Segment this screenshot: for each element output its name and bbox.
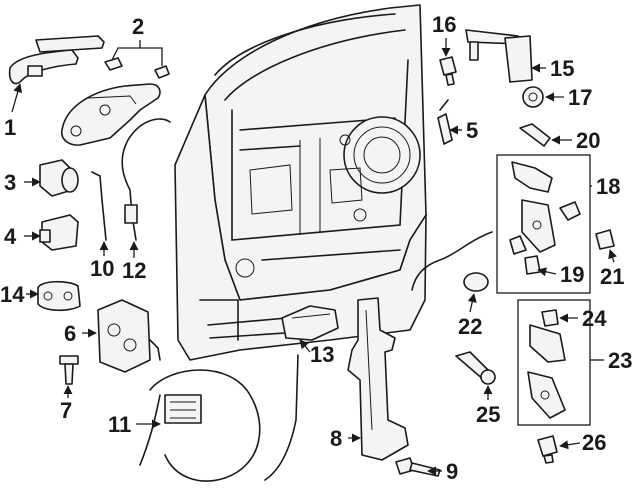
label-11: 11 [108,412,131,437]
label-7: 7 [60,398,72,423]
part-3-lock-cylinder [39,159,79,197]
part-26-bolt [537,435,558,464]
part-12-cable [121,118,171,241]
hinge-box-23 [517,299,591,426]
label-12: 12 [122,258,146,283]
part-4-cylinder-housing [39,214,79,251]
label-16: 16 [432,12,456,37]
label-15: 15 [550,56,574,81]
label-3: 3 [4,170,16,195]
part-10-rod [91,171,107,241]
label-13: 13 [310,342,334,367]
part-2-screws [104,57,170,79]
label-24: 24 [582,306,607,331]
label-19: 19 [560,262,584,287]
part-14-striker [37,280,81,312]
label-9: 9 [446,459,458,484]
label-21: 21 [600,264,624,289]
part-7-bolt [59,355,79,385]
label-1: 1 [4,115,16,140]
handle-bracket [60,83,161,146]
door-shell [174,4,427,361]
part-21-bolt [595,229,615,250]
part-15-check-strap [465,29,533,83]
label-23: 23 [608,348,632,373]
label-22: 22 [458,314,482,339]
part-25-bolt [455,351,496,385]
part-17-nut [522,86,544,108]
part-22-plug [463,272,489,292]
part-13-inside-handle [281,305,339,341]
label-26: 26 [582,430,606,455]
part-11-cable-set [139,354,299,482]
part-24-bolt [541,309,559,327]
part-9-bolt [395,457,441,477]
label-18: 18 [596,174,620,199]
part-6-latch [97,299,161,373]
label-20: 20 [576,128,600,153]
label-2: 2 [132,14,144,39]
callout-labels: 1 2 3 4 5 6 7 8 9 10 11 12 13 14 15 16 1… [0,12,632,484]
label-4: 4 [4,224,17,249]
label-5: 5 [466,118,478,143]
label-10: 10 [90,256,114,281]
part-20-bolt [519,123,551,147]
part-5-run-channel [437,99,453,145]
label-17: 17 [568,85,592,110]
hinge-box-18 [496,154,591,294]
part-8-regulator [347,297,409,461]
part-18-upper-hinge [509,161,581,255]
part-19-bolt [524,255,541,275]
wire-harness [411,231,493,291]
part-23-lower-hinge [527,324,566,419]
part-16-bolt [439,56,457,86]
label-25: 25 [476,402,500,427]
label-8: 8 [330,426,342,451]
part-1-outside-handle [8,35,105,85]
label-14: 14 [0,282,25,307]
leader-lines [11,38,617,476]
label-6: 6 [64,321,76,346]
